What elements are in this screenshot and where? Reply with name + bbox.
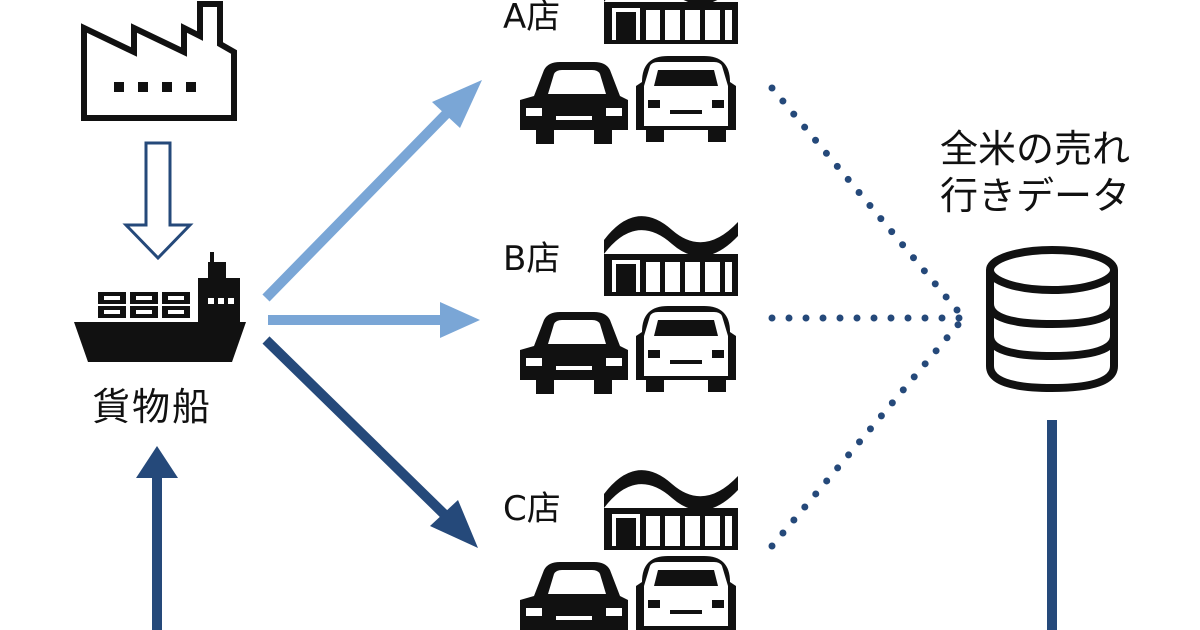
store-b-label: B店 <box>503 239 561 279</box>
factory-icon <box>81 1 237 121</box>
store-c-compact-car-icon <box>636 556 736 630</box>
store-c-building-icon <box>604 470 738 550</box>
store-a-sedan-icon <box>520 62 628 144</box>
ship-to-store-a-arrow <box>262 80 482 302</box>
store-b-sedan-icon <box>520 312 628 394</box>
store-b-building-icon <box>604 216 738 296</box>
store-b-compact-car-icon <box>636 306 736 392</box>
database-output-line <box>1047 420 1057 630</box>
database-label: 全米の売れ 行きデータ <box>940 126 1130 220</box>
store-a-building-icon <box>604 0 738 44</box>
store-a-label: A店 <box>503 0 561 37</box>
store-c-label: C店 <box>503 489 561 529</box>
cargo-ship-icon <box>74 252 246 362</box>
cargo-ship-label: 貨物船 <box>92 385 213 429</box>
store-a-compact-car-icon <box>636 56 736 142</box>
store-c-data-line <box>768 316 966 550</box>
return-to-ship-arrow <box>136 446 178 630</box>
store-c-sedan-icon <box>520 562 628 630</box>
database-icon <box>986 246 1118 393</box>
factory-to-ship-arrow <box>122 141 194 261</box>
ship-to-store-b-arrow <box>268 302 480 338</box>
database-label-line-2: 行きデータ <box>940 174 1131 218</box>
store-a-data-line <box>768 84 966 320</box>
ship-to-store-c-arrow <box>262 336 478 548</box>
database-label-line-1: 全米の売れ <box>940 127 1131 171</box>
